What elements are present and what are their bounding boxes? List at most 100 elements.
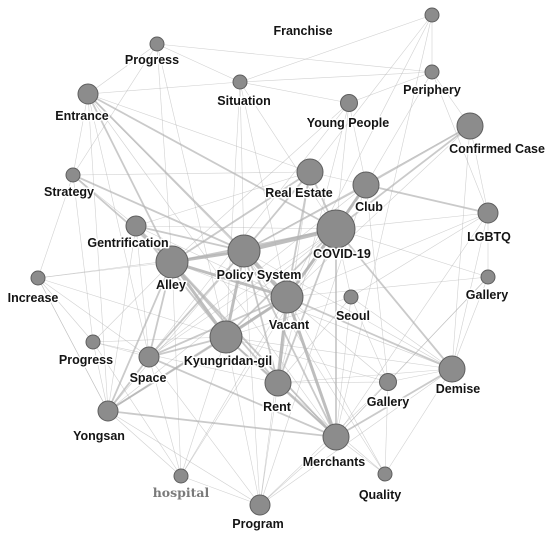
label-lgbtq: LGBTQ (467, 230, 511, 244)
edge-entrance-strategy (72, 93, 89, 176)
label-policy_system: Policy System (217, 268, 302, 282)
label-vacant: Vacant (269, 318, 310, 332)
edge-program-gallery_mid (259, 381, 389, 506)
edge-merchants-entrance (87, 93, 337, 438)
edge-franchise-situation (239, 14, 433, 83)
edge-vacant-confirmed_case (286, 125, 471, 298)
edge-demise-seoul (350, 296, 453, 370)
edge-covid-gentrification (135, 225, 337, 230)
node-program (249, 494, 271, 516)
edge-policy_system-demise (243, 250, 453, 370)
edge-covid-confirmed_case (335, 125, 471, 230)
edge-seoul-merchants (335, 296, 352, 438)
node-club (352, 171, 380, 199)
edge-entrance-space (87, 93, 150, 358)
node-franchise (424, 7, 440, 23)
node-kyungridan (209, 320, 243, 354)
edge-real_estate-franchise (309, 14, 433, 173)
edge-gentrification-yongsan (107, 225, 137, 412)
node-progress_left (85, 334, 101, 350)
edge-gallery_mid-rent (277, 381, 389, 384)
label-periphery: Periphery (403, 83, 461, 97)
edge-space-yongsan (107, 356, 150, 412)
edge-kyungridan-program (225, 336, 261, 506)
edge-space-increase (37, 277, 150, 358)
edge-demise-lgbtq (451, 212, 489, 370)
edge-strategy-gentrification (72, 174, 137, 227)
node-confirmed_case (456, 112, 484, 140)
edge-yongsan-progress_left (92, 341, 109, 412)
edge-franchise-vacant (286, 14, 433, 298)
edge-program-demise (259, 368, 453, 506)
edge-gentrification-kyungridan (135, 225, 227, 338)
label-layer: FranchiseProgressPeripherySituationEntra… (6, 23, 546, 533)
edge-hospital-alley (171, 261, 182, 477)
edge-confirmed_case-demise (451, 125, 471, 370)
edge-space-program (148, 356, 261, 506)
node-seoul (343, 289, 359, 305)
edge-alley-yongsan (107, 261, 173, 412)
edge-progress_left-rent (92, 341, 279, 384)
edge-policy_system-merchants (243, 250, 337, 438)
edge-kyungridan-hospital (180, 336, 227, 477)
edge-young_people-alley (171, 102, 350, 263)
edge-strategy-progress_left (72, 174, 94, 343)
label-hospital: hospital (153, 485, 210, 500)
edge-young_people-space (148, 102, 350, 358)
edge-covid-space (148, 228, 337, 358)
edge-quality-policy_system (243, 250, 386, 475)
edge-increase-yongsan (37, 277, 109, 412)
edge-policy_system-real_estate (243, 171, 311, 252)
edge-quality-vacant (286, 296, 386, 475)
edge-policy_system-situation (239, 81, 245, 252)
node-gallery_right (480, 269, 496, 285)
edge-policy_system-gentrification (135, 225, 245, 252)
edge-vacant-real_estate (286, 171, 311, 298)
edge-vacant-hospital (180, 296, 288, 477)
edge-alley-progress_top (156, 43, 173, 263)
edge-alley-entrance (87, 93, 173, 263)
node-young_people (340, 94, 358, 112)
label-kyungridan: Kyungridan-gil (184, 354, 272, 368)
label-confirmed_case: Confirmed Case (449, 142, 545, 156)
edge-policy_system-increase (37, 250, 245, 279)
edge-gallery_right-vacant (286, 276, 489, 298)
node-vacant (270, 280, 304, 314)
edge-merchants-space (148, 356, 337, 438)
edge-gallery_mid-club (365, 184, 389, 383)
label-franchise: Franchise (273, 24, 332, 38)
label-gentrification: Gentrification (87, 236, 168, 250)
label-progress_left: Progress (59, 353, 113, 367)
node-layer (30, 7, 499, 516)
edge-franchise-merchants (335, 14, 433, 438)
edge-alley-increase (37, 261, 173, 279)
edge-seoul-gallery_mid (350, 296, 389, 383)
label-seoul: Seoul (336, 309, 370, 323)
edge-demise-gallery_right (451, 276, 489, 370)
edge-lgbtq-merchants (335, 212, 489, 438)
node-space (138, 346, 160, 368)
node-gentrification (125, 215, 147, 237)
edge-merchants-yongsan (107, 410, 337, 438)
node-progress_top (149, 36, 165, 52)
edge-periphery-young_people (348, 71, 433, 104)
edge-vacant-gentrification (135, 225, 288, 298)
edge-rent-program (259, 382, 279, 506)
edge-club-confirmed_case (365, 125, 471, 186)
edge-hospital-covid (180, 228, 337, 477)
label-covid: COVID-19 (313, 247, 371, 261)
label-increase: Increase (8, 291, 59, 305)
edge-increase-kyungridan (37, 277, 227, 338)
label-gallery_right: Gallery (466, 288, 508, 302)
edge-progress_top-situation (156, 43, 241, 83)
edge-vacant-alley (171, 260, 288, 299)
edge-young_people-rent (277, 102, 350, 384)
edge-kyungridan-gallery_mid (225, 336, 389, 383)
label-yongsan: Yongsan (73, 429, 125, 443)
edge-covid-gallery_right (335, 228, 489, 278)
edge-alley-demise (171, 261, 453, 370)
edge-entrance-situation (87, 81, 241, 95)
edge-hospital-program (180, 475, 261, 506)
edge-club-young_people (348, 102, 367, 186)
